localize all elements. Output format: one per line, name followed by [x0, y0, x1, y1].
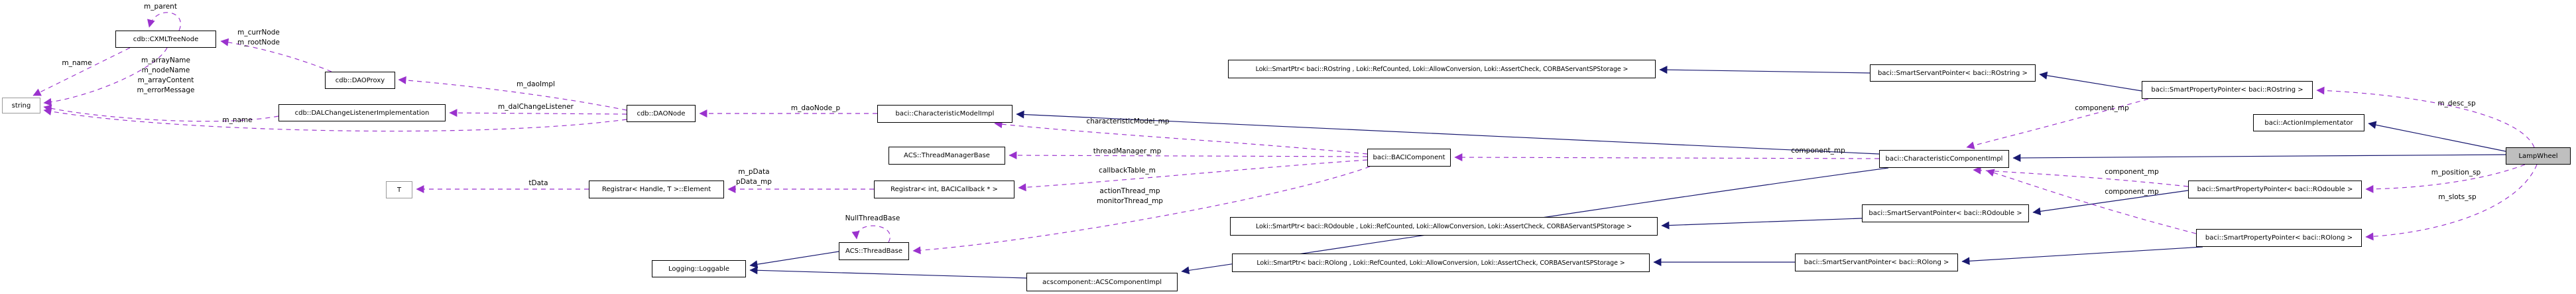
edge-label: NullThreadBase: [845, 214, 900, 222]
class-node-spp-rolong[interactable]: baci::SmartPropertyPointer< baci::ROlong…: [2196, 229, 2362, 247]
class-node-registrar-int[interactable]: Registrar< int, BACICallback * >: [874, 181, 1014, 198]
class-node-ssp-rolong[interactable]: baci::SmartServantPointer< baci::ROlong …: [1795, 254, 1958, 271]
edge-inheritance-spp-rodouble-to-ssp-rodouble: [2032, 190, 2189, 216]
class-node-t: T: [386, 181, 412, 198]
class-node-threadmanagerbase[interactable]: ACS::ThreadManagerBase: [889, 147, 1005, 165]
edge-inheritance-charcompimpl-to-charmodelimpl: [1016, 110, 1880, 155]
edge-usage-daoproxy-to-cxmltreenode: [220, 38, 332, 72]
class-node-dalchangelistener[interactable]: cdb::DALChangeListenerImplementation: [278, 104, 446, 121]
class-node-loki-rostring[interactable]: Loki::SmartPtr< baci::ROstring , Loki::R…: [1228, 60, 1656, 78]
edge-label: m_slots_sp: [2438, 193, 2477, 201]
edge-label: m_name: [62, 59, 92, 67]
edge-label: m_daoImpl: [517, 80, 555, 88]
class-node-cxmltreenode[interactable]: cdb::CXMLTreeNode: [115, 31, 216, 48]
edge-inheritance-spp-rolong-to-ssp-rolong: [1961, 246, 2203, 265]
class-node-bacicomponent[interactable]: baci::BACIComponent: [1367, 149, 1451, 167]
class-node-loggable[interactable]: Logging::Loggable: [652, 260, 746, 277]
edge-usage-bacicomponent-to-threadmanagerbase: [1009, 151, 1368, 160]
edge-usage-spp-rodouble-to-charcompimpl: [1973, 166, 2189, 187]
edge-inheritance-lampwheel-to-actionimplementator: [2368, 121, 2506, 152]
edge-usage-bacicomponent-to-threadbase: [912, 166, 1371, 255]
edge-label: component_mp: [2075, 104, 2129, 112]
edge-usage-cxmltreenode-to-cxmltreenode: [147, 12, 181, 31]
edge-usage-lampwheel-to-spp-rolong: [2365, 164, 2538, 241]
edge-usage-cxmltreenode-to-string: [32, 47, 131, 96]
edge-label: m_name: [222, 116, 253, 124]
edge-usage-spp-rolong-to-charcompimpl: [1986, 169, 2197, 234]
edge-label: m_currNode m_rootNode: [237, 29, 280, 46]
class-node-acscomponentimpl[interactable]: acscomponent::ACSComponentImpl: [1026, 273, 1178, 291]
edge-label: component_mp: [1791, 147, 1845, 155]
edge-usage-bacicomponent-to-registrar-int: [1018, 159, 1368, 192]
class-node-threadbase[interactable]: ACS::ThreadBase: [839, 242, 909, 260]
edge-label: tData: [528, 179, 548, 187]
edge-inheritance-threadbase-to-loggable: [749, 251, 839, 269]
edge-inheritance-ssp-rostring-to-loki-rostring: [1659, 66, 1871, 74]
edge-label: m_position_sp: [2431, 169, 2481, 177]
class-node-registrar-element[interactable]: Registrar< Handle, T >::Element: [589, 181, 724, 198]
class-node-ssp-rostring[interactable]: baci::SmartServantPointer< baci::ROstrin…: [1870, 64, 2036, 82]
edge-inheritance-spp-rostring-to-ssp-rostring: [2039, 71, 2142, 92]
edge-label: threadManager_mp: [1093, 147, 1162, 155]
class-node-string: string: [2, 98, 40, 113]
edge-label: callbackTable_m: [1099, 167, 1156, 175]
class-node-lampwheel: LampWheel: [2506, 147, 2571, 165]
edge-usage-daonode-to-dalchangelistener: [449, 109, 627, 117]
edge-label: m_arrayName m_nodeName m_arrayContent m_…: [137, 56, 195, 94]
class-node-loki-rodouble[interactable]: Loki::SmartPtr< baci::ROdouble , Loki::R…: [1230, 217, 1658, 236]
edge-label: m_daoNode_p: [790, 104, 841, 112]
edge-label: m_desc_sp: [2437, 100, 2476, 108]
class-node-charmodelimpl[interactable]: baci::CharacteristicModelImpl: [877, 105, 1012, 123]
edge-usage-bacicomponent-to-charmodelimpl: [994, 120, 1368, 155]
class-node-daoproxy[interactable]: cdb::DAOProxy: [325, 72, 395, 89]
edge-label: m_parent: [144, 3, 177, 11]
class-node-ssp-rodouble[interactable]: baci::SmartServantPointer< baci::ROdoubl…: [1862, 204, 2029, 222]
class-node-daonode[interactable]: cdb::DAONode: [627, 105, 696, 122]
edge-label: actionThread_mp monitorThread_mp: [1097, 187, 1163, 205]
edge-label: component_mp: [2105, 168, 2159, 176]
edge-inheritance-lampwheel-to-charcompimpl: [2012, 153, 2506, 162]
edge-label: m_pData pData_mp: [736, 168, 772, 186]
class-node-spp-rostring[interactable]: baci::SmartPropertyPointer< baci::ROstri…: [2142, 81, 2313, 99]
edge-label: component_mp: [2105, 188, 2159, 196]
edge-label: characteristicModel_mp: [1086, 117, 1170, 125]
class-node-actionimplementator[interactable]: baci::ActionImplementator: [2253, 114, 2364, 131]
edge-inheritance-ssp-rodouble-to-loki-rodouble: [1661, 218, 1863, 230]
edge-usage-spp-rostring-to-charcompimpl: [1966, 98, 2149, 149]
edge-usage-threadbase-to-threadbase: [851, 225, 890, 243]
class-node-spp-rodouble[interactable]: baci::SmartPropertyPointer< baci::ROdoub…: [2188, 181, 2362, 198]
edge-label: m_dalChangeListener: [498, 103, 574, 111]
class-node-charcompimpl[interactable]: baci::CharacteristicComponentImpl: [1879, 150, 2009, 168]
edge-usage-lampwheel-to-spp-rodouble: [2365, 164, 2526, 193]
class-node-loki-rolong[interactable]: Loki::SmartPtr< baci::ROlong , Loki::Ref…: [1232, 254, 1650, 272]
edge-usage-charcompimpl-to-bacicomponent: [1454, 153, 1880, 162]
edge-usage-cxmltreenode-to-string: [43, 47, 168, 106]
edge-usage-dalchangelistener-to-string: [43, 104, 279, 122]
edge-inheritance-acscomponentimpl-to-loggable: [749, 266, 1027, 279]
